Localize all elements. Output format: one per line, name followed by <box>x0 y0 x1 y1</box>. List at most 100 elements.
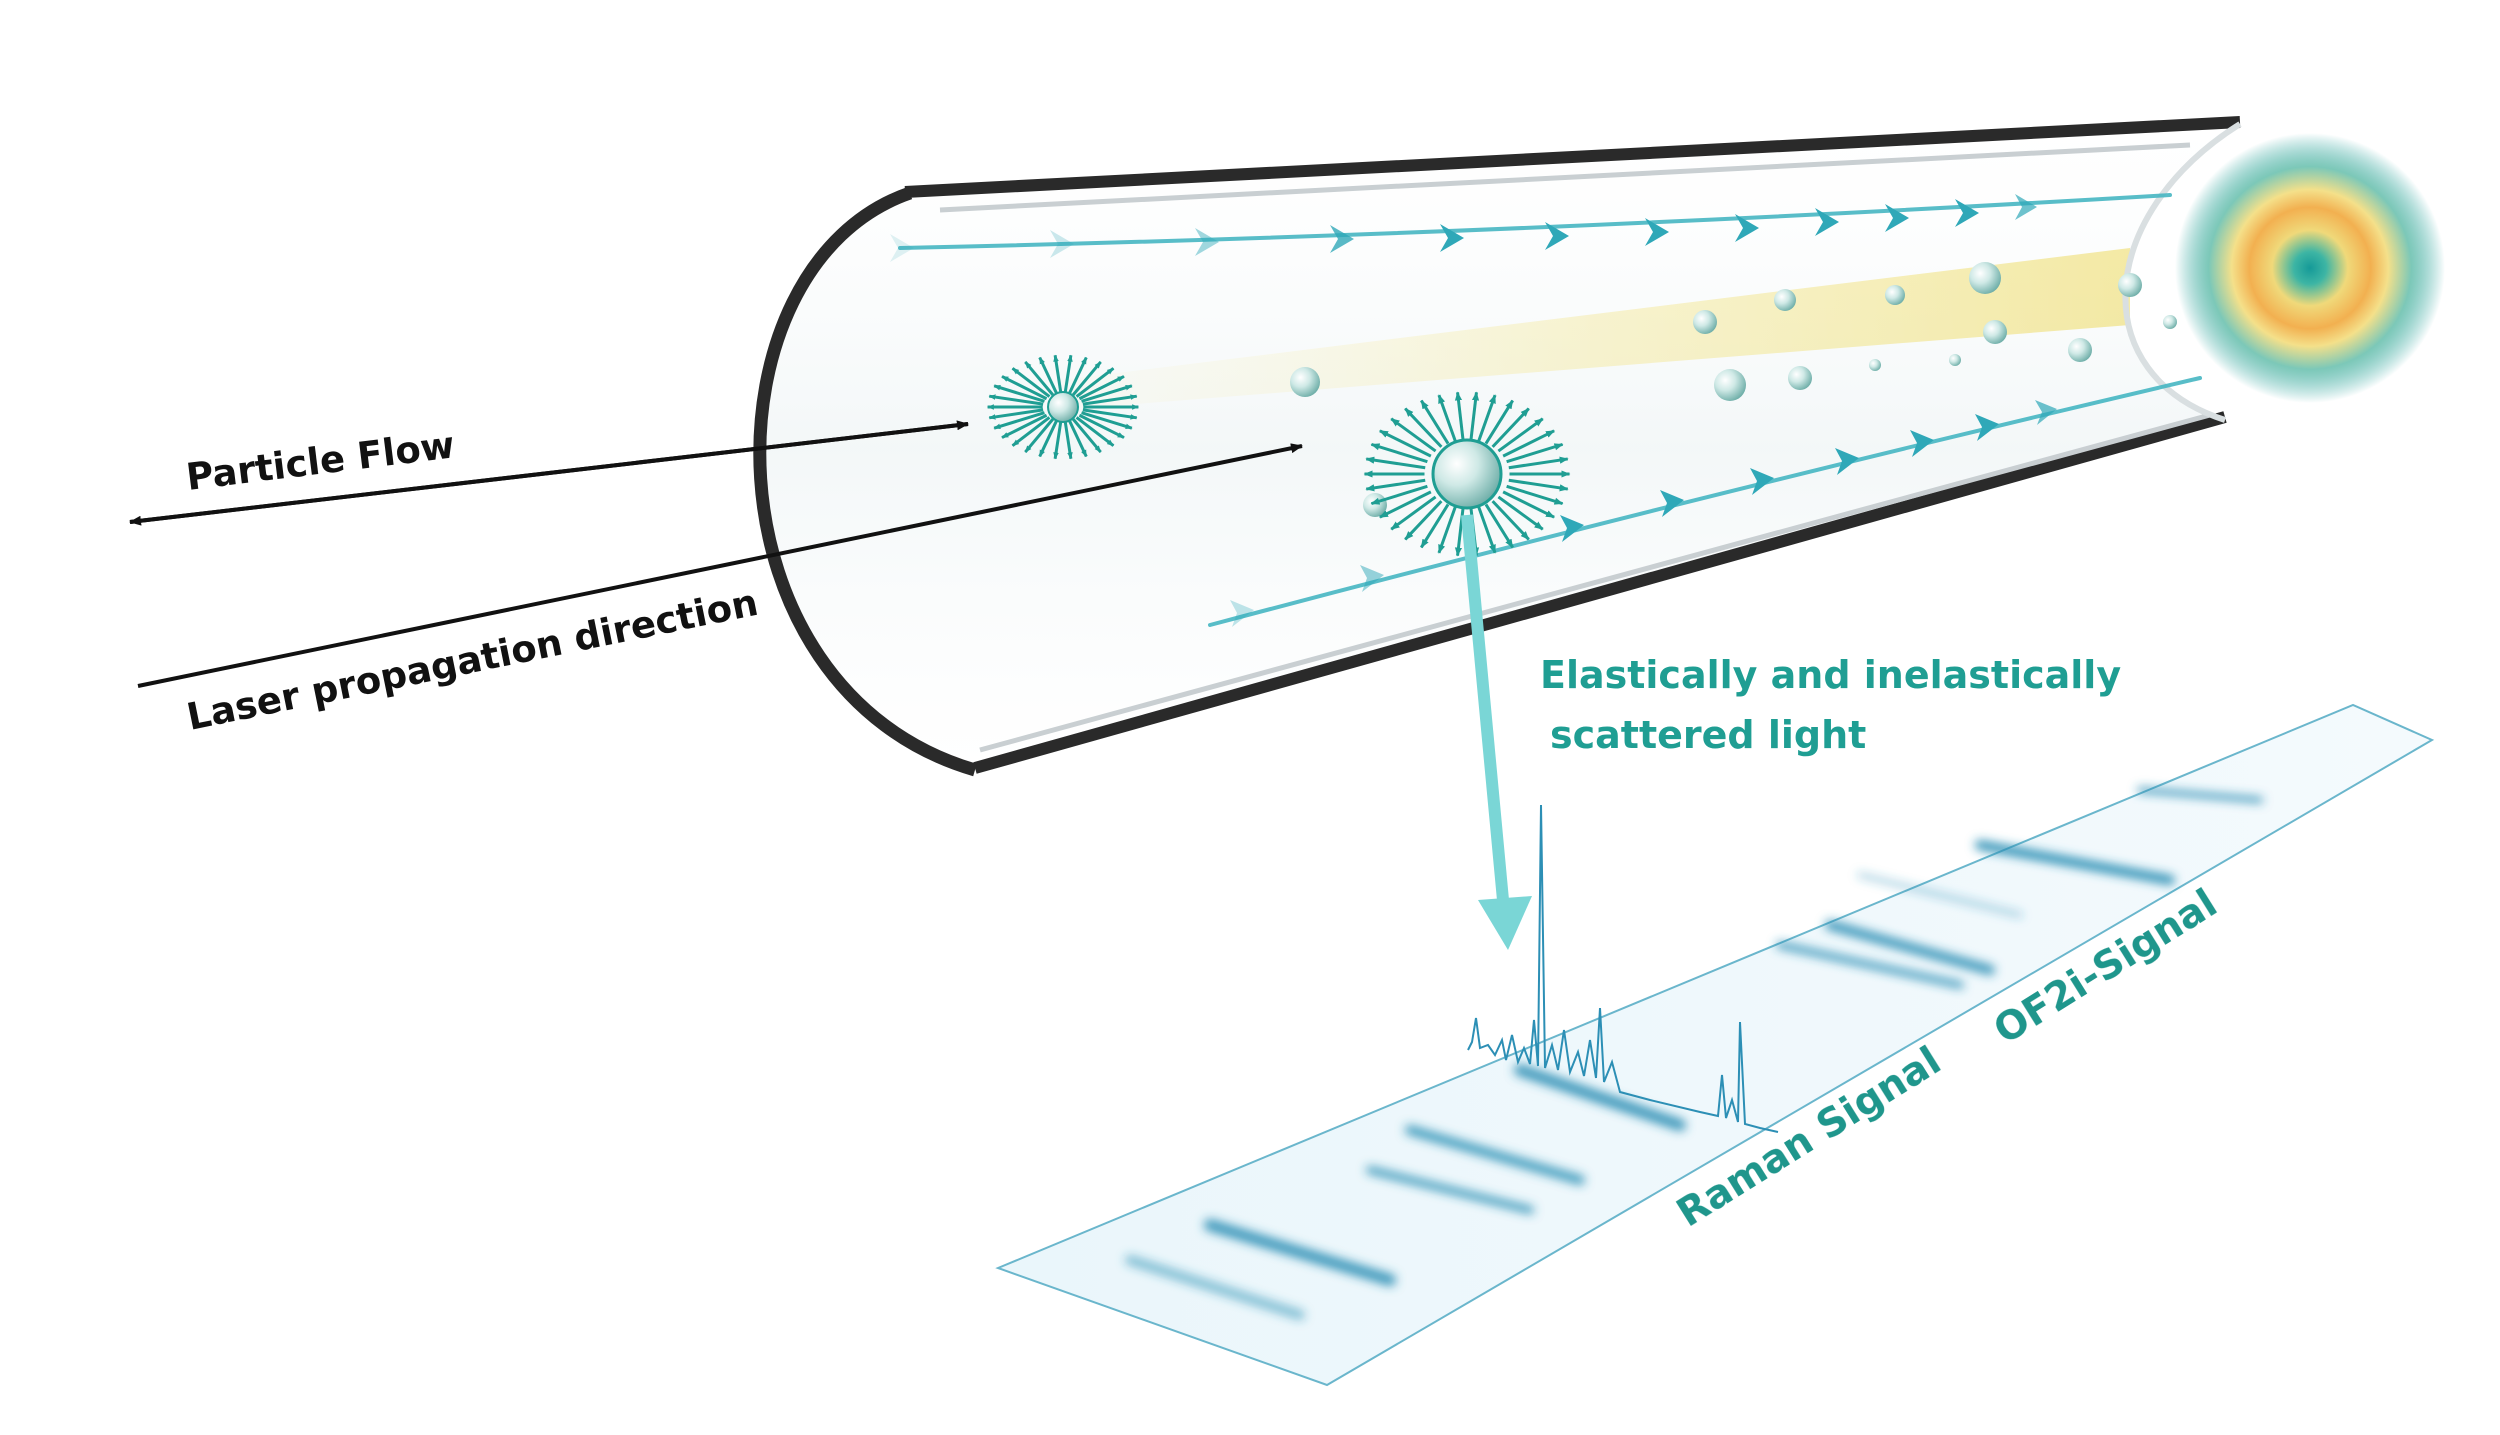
particle <box>1290 367 1320 397</box>
small-scattering-particle <box>986 354 1140 460</box>
signal-strip <box>995 703 2435 1387</box>
beam-ring-pattern <box>2175 133 2445 403</box>
flow-chevron <box>1360 565 1384 592</box>
flow-chevron <box>1815 208 1839 236</box>
scatter-ray <box>1024 361 1055 396</box>
scatter-ray <box>1370 484 1428 506</box>
scatter-ray <box>1491 407 1530 448</box>
scatter-ray <box>1067 356 1088 395</box>
scatter-ray <box>1365 456 1426 470</box>
flow-chevron <box>1835 448 1859 475</box>
particle <box>1885 285 1905 305</box>
scatter-ray <box>1437 506 1457 554</box>
flow-chevron <box>1975 414 1999 441</box>
strip-panel <box>995 703 2435 1387</box>
particle <box>1693 310 1717 334</box>
tube <box>753 116 2242 777</box>
signal-band <box>1825 920 1995 975</box>
scatter-ray <box>1477 394 1497 442</box>
scatter-ray <box>1063 420 1073 460</box>
flow-chevron <box>1560 515 1584 542</box>
beam-spot <box>2175 133 2445 403</box>
tube-bottom-inner <box>979 412 2211 753</box>
scatter-ray <box>1075 367 1115 398</box>
scatter-ray <box>1067 419 1088 458</box>
scatter-ray <box>1497 495 1544 531</box>
scatter-ray <box>1370 442 1428 464</box>
laser-beam <box>1060 248 2130 410</box>
lower-flow-chevrons <box>1230 400 2057 627</box>
scatter-ray <box>1011 367 1051 398</box>
scatter-ray <box>1071 361 1102 396</box>
particle <box>1363 493 1387 517</box>
upper-streamline <box>898 193 2172 250</box>
tube-near-rim <box>753 186 977 777</box>
scatter-ray <box>1404 407 1443 448</box>
particle <box>1774 289 1796 311</box>
signal-bands <box>1125 787 2263 1320</box>
scatter-ray <box>1081 384 1133 403</box>
flow-chevron <box>1910 430 1934 457</box>
scatter-ray <box>1484 503 1514 549</box>
scattered-light-label-line2: scattered light <box>1550 713 1866 757</box>
large-particle-core <box>1431 438 1503 510</box>
scatter-ray <box>1477 506 1497 554</box>
scatter-ray <box>1053 354 1063 394</box>
particle <box>2068 338 2092 362</box>
scatter-ray <box>1454 391 1465 441</box>
scatter-ray <box>1038 419 1059 458</box>
scatter-ray <box>1001 413 1048 439</box>
signal-band <box>1125 1255 1305 1320</box>
signal-band <box>2137 787 2263 803</box>
flow-chevron <box>1050 230 1074 258</box>
scatter-ray <box>1024 418 1055 453</box>
scatter-ray <box>988 408 1044 420</box>
particles <box>1290 262 2177 517</box>
scatter-ray <box>1038 356 1059 395</box>
scatter-ray <box>1078 375 1125 401</box>
scatter-ray <box>1365 478 1426 492</box>
scatter-ray <box>1491 500 1530 541</box>
tube-top-wall <box>904 116 2241 198</box>
scatter-ray <box>1506 442 1564 464</box>
scatter-ray <box>1082 394 1138 406</box>
scatter-ray <box>1420 503 1450 549</box>
scatter-ray <box>1001 375 1048 401</box>
scatter-ray <box>1075 416 1115 447</box>
lower-streamline <box>1208 376 2202 627</box>
signal-band <box>1204 1219 1396 1286</box>
upper-flow-chevrons <box>890 194 2037 262</box>
scatter-ray <box>1081 411 1133 430</box>
scatter-ray <box>1497 417 1544 453</box>
flow-chevron <box>1660 490 1684 517</box>
flow-chevron <box>1440 224 1464 252</box>
flow-chevron <box>1645 218 1669 246</box>
flow-chevron <box>1230 600 1254 627</box>
particle <box>1969 262 2001 294</box>
scattered-light-arrow <box>1461 514 1532 950</box>
scatter-ray <box>1390 495 1437 531</box>
scattered-light-label-line1: Elastically and inelastically <box>1540 653 2121 697</box>
scatter-ray <box>1508 478 1569 492</box>
flow-chevron <box>1735 214 1759 242</box>
scatter-ray <box>1404 500 1443 541</box>
particle <box>1949 354 1961 366</box>
scatter-ray <box>993 411 1045 430</box>
scatter-ray <box>1484 399 1514 445</box>
signal-band <box>1857 872 2023 918</box>
flow-streamlines <box>890 193 2202 627</box>
signal-band <box>1366 1166 1534 1214</box>
flow-chevron <box>1545 222 1569 250</box>
scatter-ray <box>1506 484 1564 506</box>
scatter-ray <box>1508 456 1569 470</box>
signal-band <box>1514 1064 1686 1131</box>
flow-chevron <box>1955 199 1979 227</box>
scatter-ray <box>1053 420 1063 460</box>
laser-direction-arrow <box>137 443 1303 688</box>
scatter-ray <box>1011 416 1051 447</box>
flow-chevron <box>1750 468 1774 495</box>
scatter-ray <box>1469 391 1480 441</box>
particle <box>2118 273 2142 297</box>
flow-chevron <box>890 234 914 262</box>
